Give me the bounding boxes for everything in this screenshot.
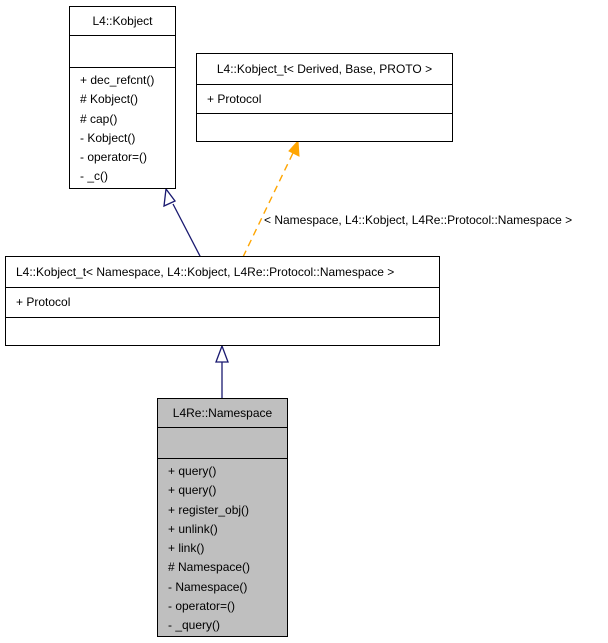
method-item: - Kobject() <box>80 130 136 145</box>
class-kobject-t-namespace-name: L4::Kobject_t< Namespace, L4::Kobject, L… <box>16 265 395 279</box>
method-item: - operator=() <box>168 599 236 614</box>
method-item: + query() <box>168 464 217 478</box>
class-kobject-t-template-methods <box>197 113 452 141</box>
template-binding-edge <box>242 152 294 258</box>
method-item: + register_obj() <box>168 502 250 517</box>
method-item: + dec_refcnt() <box>80 73 155 87</box>
class-l4re-namespace-name: L4Re::Namespace <box>172 406 273 420</box>
inheritance-arrowhead-kobject <box>163 187 177 208</box>
method-item: - operator=() <box>80 150 148 165</box>
inheritance-arrowhead-namespace <box>215 344 229 363</box>
attribute-item: + Protocol <box>16 295 71 309</box>
class-kobject-t-namespace-methods <box>6 317 439 345</box>
class-kobject-t-template-attributes: + Protocol <box>197 84 452 113</box>
class-kobject-attributes <box>70 35 175 67</box>
class-kobject-t-namespace[interactable]: L4::Kobject_t< Namespace, L4::Kobject, L… <box>5 256 440 346</box>
method-item: + unlink() <box>168 521 218 536</box>
attribute-item: + Protocol <box>207 92 262 106</box>
class-kobject-t-template[interactable]: L4::Kobject_t< Derived, Base, PROTO > + … <box>196 53 453 142</box>
class-kobject-t-namespace-attributes: + Protocol <box>6 287 439 317</box>
method-item: # Namespace() <box>168 560 251 575</box>
class-kobject-name: L4::Kobject <box>92 14 153 28</box>
method-item: # cap() <box>80 111 118 126</box>
class-kobject[interactable]: L4::Kobject + dec_refcnt() # Kobject() #… <box>69 6 176 189</box>
method-item: - _query() <box>168 618 221 633</box>
method-item: - _c() <box>80 169 108 184</box>
method-item: + query() <box>168 483 217 498</box>
class-kobject-methods: + dec_refcnt() # Kobject() # cap() - Kob… <box>70 67 175 188</box>
method-item: + link() <box>168 541 205 556</box>
inheritance-edge-kobject <box>172 203 202 259</box>
class-l4re-namespace[interactable]: L4Re::Namespace + query() + query() + re… <box>157 398 288 637</box>
template-binding-label: < Namespace, L4::Kobject, L4Re::Protocol… <box>264 213 573 227</box>
template-binding-arrowhead <box>288 139 300 157</box>
class-l4re-namespace-methods: + query() + query() + register_obj() + u… <box>158 458 287 636</box>
method-item: # Kobject() <box>80 92 139 107</box>
method-item: - Namespace() <box>168 579 248 594</box>
class-kobject-t-template-name: L4::Kobject_t< Derived, Base, PROTO > <box>216 62 433 76</box>
class-l4re-namespace-attributes <box>158 427 287 458</box>
